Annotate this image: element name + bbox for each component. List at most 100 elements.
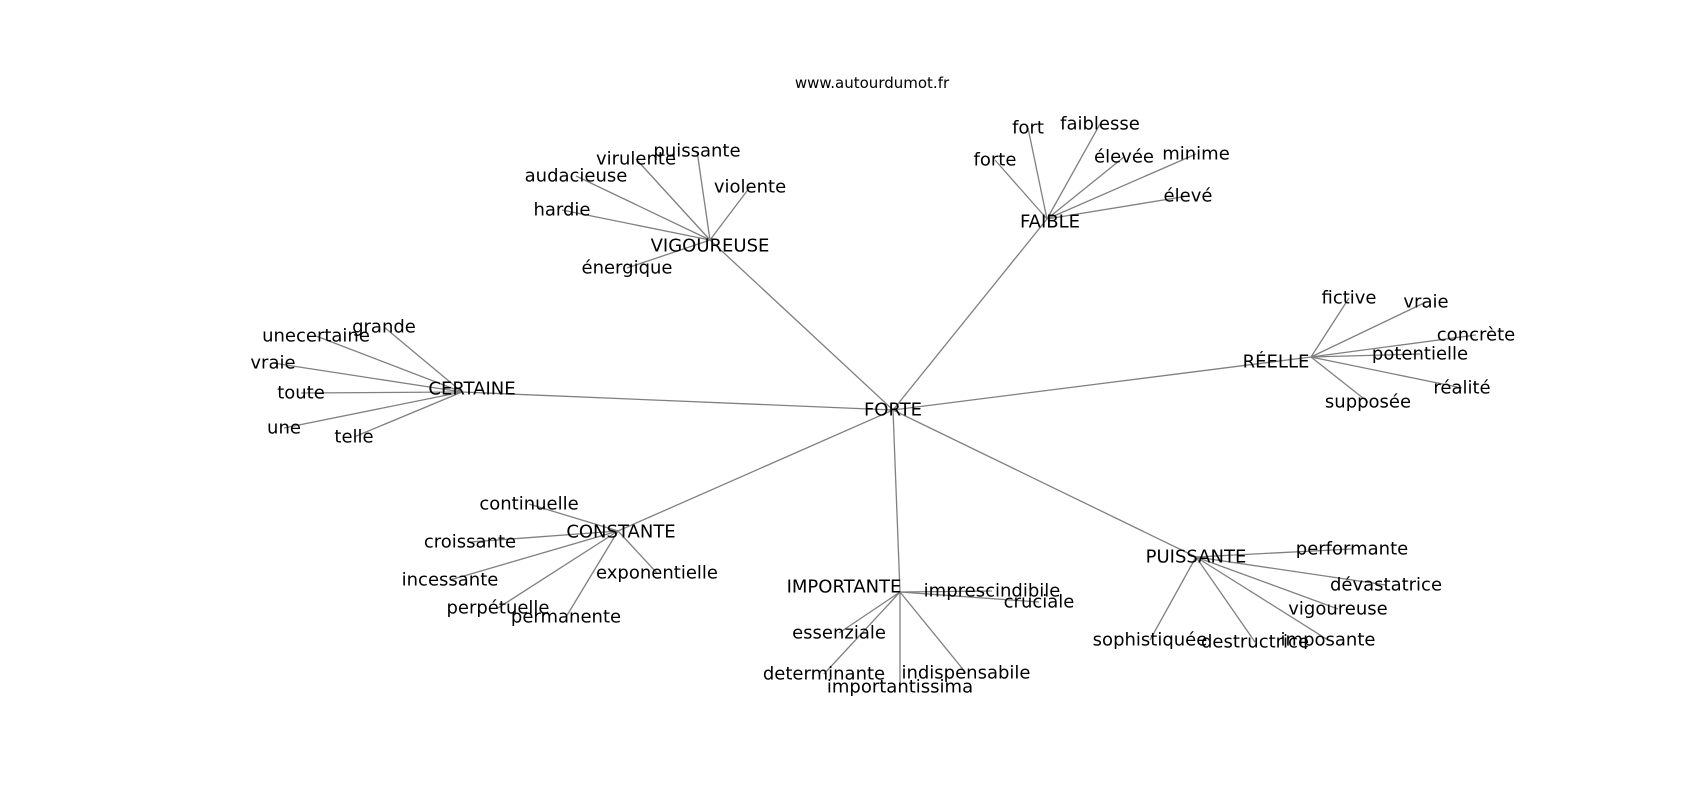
- leaf-edge: [899, 590, 993, 593]
- leaf-edge: [899, 591, 1040, 603]
- leaf-edge: [635, 158, 711, 241]
- leaf-edge: [709, 186, 751, 241]
- leaf-word: imposante: [1281, 630, 1376, 651]
- leaf-word: continuelle: [479, 494, 578, 515]
- leaf-word: croissante: [424, 532, 516, 553]
- hub-edge: [892, 409, 901, 593]
- leaf-edge: [1195, 548, 1353, 558]
- leaf-edge: [1046, 195, 1189, 220]
- leaf-word: indispensabile: [901, 663, 1030, 684]
- leaf-edge: [617, 530, 658, 574]
- hub-word: CONSTANTE: [566, 522, 675, 543]
- leaf-edge: [1310, 356, 1369, 403]
- leaf-word: toute: [277, 383, 325, 404]
- leaf-edge: [1046, 156, 1125, 220]
- leaf-edge: [994, 159, 1048, 220]
- leaf-word: virulente: [596, 149, 676, 170]
- leaf-word: exponentielle: [596, 563, 718, 584]
- leaf-edge: [469, 530, 619, 543]
- leaf-word: vraie: [1403, 292, 1448, 313]
- leaf-word: énergique: [582, 258, 673, 279]
- leaf-word: supposée: [1325, 392, 1411, 413]
- leaf-edge: [1027, 127, 1048, 220]
- leaf-edge: [300, 391, 463, 394]
- leaf-word: une: [267, 418, 301, 439]
- leaf-word: concrète: [1437, 325, 1515, 346]
- leaf-edge: [353, 391, 463, 438]
- hub-word: FAIBLE: [1020, 212, 1080, 233]
- leaf-edge: [1310, 301, 1427, 358]
- hub-edge: [709, 239, 894, 411]
- leaf-word: faiblesse: [1060, 114, 1140, 135]
- leaf-edge: [1310, 353, 1421, 358]
- hub-word: IMPORTANTE: [787, 577, 902, 598]
- center-word: FORTE: [864, 400, 922, 421]
- leaf-edge: [283, 391, 463, 429]
- leaf-edge: [565, 530, 619, 618]
- leaf-edge: [899, 591, 967, 674]
- leaf-edge: [575, 175, 711, 241]
- leaf-edge: [272, 362, 463, 393]
- leaf-edge: [1310, 297, 1350, 358]
- leaf-edge: [1310, 334, 1477, 358]
- hub-edge: [461, 391, 894, 411]
- leaf-edge: [528, 503, 619, 532]
- leaf-edge: [1195, 556, 1387, 586]
- site-label: www.autourdumot.fr: [795, 74, 950, 92]
- leaf-word: importantissima: [827, 677, 973, 698]
- leaf-edge: [383, 326, 463, 393]
- leaf-word: sophistiquée: [1093, 630, 1208, 651]
- leaf-word: audacieuse: [525, 166, 628, 187]
- leaf-edge: [1195, 556, 1256, 643]
- leaf-word: telle: [334, 427, 373, 448]
- leaf-edge: [449, 530, 619, 581]
- edge-layer: [272, 123, 1477, 687]
- leaf-word: élevée: [1094, 147, 1154, 168]
- leaf-word: performante: [1296, 539, 1408, 560]
- leaf-word: grande: [352, 317, 416, 338]
- leaf-word: dévastatrice: [1330, 575, 1442, 596]
- leaf-word: puissante: [653, 141, 740, 162]
- leaf-word: determinante: [763, 664, 885, 685]
- leaf-word: fictive: [1321, 288, 1376, 309]
- leaf-word: potentielle: [1372, 344, 1468, 365]
- leaf-word: fort: [1012, 118, 1044, 139]
- leaf-word: essenziale: [792, 623, 886, 644]
- leaf-word: incessante: [402, 570, 499, 591]
- leaf-word: vraie: [250, 353, 295, 374]
- hub-word: VIGOUREUSE: [651, 236, 770, 257]
- hub-word: RÉELLE: [1243, 351, 1310, 373]
- leaf-word: permanente: [511, 607, 621, 628]
- leaf-edge: [1046, 123, 1101, 220]
- leaf-edge: [1149, 556, 1197, 641]
- hub-word: CERTAINE: [428, 379, 515, 400]
- leaf-edge: [497, 530, 619, 609]
- hub-word: PUISSANTE: [1146, 547, 1247, 568]
- leaf-word: perpétuelle: [446, 598, 549, 619]
- leaf-word: imprescindibile: [924, 581, 1061, 602]
- hub-edge: [892, 409, 1197, 558]
- leaf-edge: [1046, 153, 1197, 220]
- leaf-word: réalité: [1433, 378, 1490, 399]
- leaf-word: destructrice: [1201, 632, 1309, 653]
- leaf-word: élevé: [1164, 186, 1213, 207]
- leaf-word: unecertaine: [262, 326, 370, 347]
- leaf-word: hardie: [533, 200, 590, 221]
- leaf-edge: [1310, 356, 1463, 389]
- leaf-edge: [1195, 556, 1329, 641]
- leaf-edge: [626, 239, 711, 269]
- leaf-edge: [823, 591, 901, 675]
- hub-edge: [892, 218, 1048, 411]
- leaf-word: cruciale: [1004, 592, 1075, 613]
- leaf-edge: [696, 150, 711, 241]
- leaf-edge: [838, 591, 901, 634]
- leaf-edge: [315, 335, 463, 393]
- leaf-edge: [561, 209, 711, 241]
- leaf-word: vigoureuse: [1288, 599, 1387, 620]
- leaf-word: minime: [1162, 144, 1230, 165]
- leaf-edge: [1195, 556, 1339, 610]
- leaf-word: violente: [714, 177, 786, 198]
- hub-edge: [617, 409, 894, 532]
